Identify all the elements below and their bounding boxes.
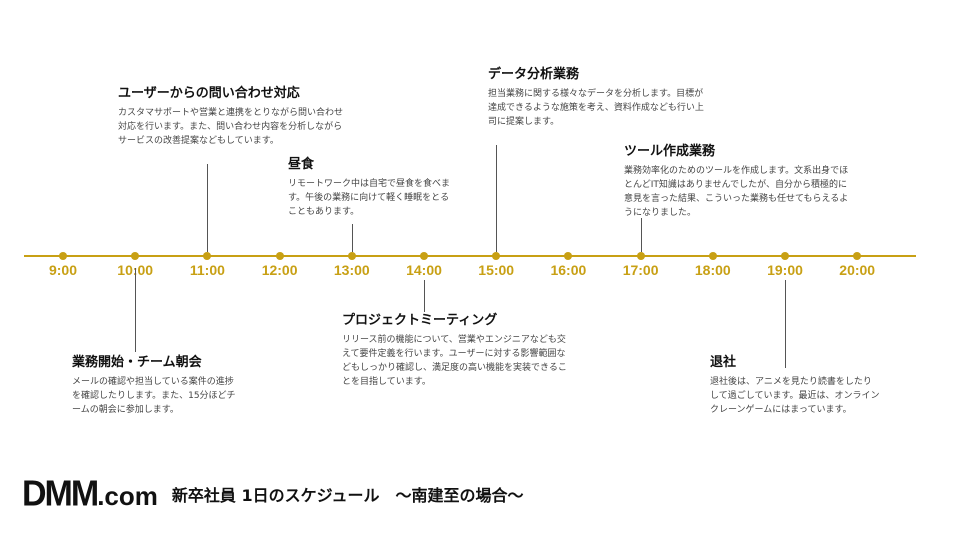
time-label: 20:00 <box>839 262 876 278</box>
timeline-dot <box>347 252 356 260</box>
time-label: 12:00 <box>261 262 298 278</box>
dmm-logo: DMM.com <box>22 473 158 514</box>
time-label: 19:00 <box>767 262 803 278</box>
event-connector <box>640 218 642 252</box>
event-connector <box>785 280 786 368</box>
event-description: カスタマサポートや営業と連携をとりながら問い合わせ対応を行います。また、問い合わ… <box>118 108 344 146</box>
event-connector <box>496 145 498 252</box>
time-label: 9:00 <box>48 262 78 278</box>
event-connector <box>351 224 353 252</box>
schedule-event: ツール作成業務業務効率化のためのツールを作成します。文系出身でほとんどIT知識は… <box>624 143 850 220</box>
event-description: メールの確認や担当している案件の進捗を確認したりします。また、15分ほどチームの… <box>72 377 236 415</box>
schedule-event: プロジェクトミーティングリリース前の機能について、営業やエンジニアなども交えて要… <box>342 312 574 389</box>
schedule-event: 退社退社後は、アニメを見たり読書をしたりして過ごしています。最近は、オンラインク… <box>710 354 880 417</box>
timeline-dot <box>708 252 717 260</box>
schedule-event: データ分析業務担当業務に関する様々なデータを分析します。目標が達成できるような施… <box>488 66 712 129</box>
schedule-title: 新卒社員 1日のスケジュール ～南建至の場合～ <box>171 486 524 505</box>
event-title: 業務開始・チーム朝会 <box>72 355 202 370</box>
event-title: ツール作成業務 <box>624 144 716 159</box>
timeline-axis <box>24 255 916 257</box>
timeline-dot <box>636 252 645 260</box>
time-label: 16:00 <box>550 262 587 278</box>
timeline-dot <box>131 252 140 260</box>
time-label: 14:00 <box>406 262 442 278</box>
schedule-event: 業務開始・チーム朝会メールの確認や担当している案件の進捗を確認したりします。また… <box>72 354 240 417</box>
schedule-event: ユーザーからの問い合わせ対応カスタマサポートや営業と連携をとりながら問い合わせ対… <box>118 85 350 148</box>
event-description: リモートワーク中は自宅で昼食を食べます。午後の業務に向けて軽く睡眠をとることもあ… <box>288 179 451 217</box>
event-title: プロジェクトミーティング <box>342 313 498 328</box>
timeline-dot <box>564 252 573 260</box>
timeline-dot <box>853 252 862 260</box>
event-description: 担当業務に関する様々なデータを分析します。目標が達成できるような施策を考え、資料… <box>488 89 704 127</box>
time-label: 15:00 <box>478 262 515 278</box>
event-title: データ分析業務 <box>488 67 580 82</box>
footer: DMM.com 新卒社員 1日のスケジュール ～南建至の場合～ <box>22 474 523 514</box>
event-connector <box>207 164 209 252</box>
event-connector <box>135 268 137 352</box>
event-description: リリース前の機能について、営業やエンジニアなども交えて要件定義を行います。ユーザ… <box>342 335 567 387</box>
timeline-dot <box>781 252 789 260</box>
timeline-dot <box>420 252 428 260</box>
logo-main-text: DMM <box>22 473 99 514</box>
event-title: 退社 <box>710 355 737 370</box>
timeline-dot <box>59 252 67 260</box>
event-title: 昼食 <box>288 157 315 172</box>
event-title: ユーザーからの問い合わせ対応 <box>118 86 300 101</box>
time-label: 11:00 <box>189 262 225 278</box>
event-connector <box>424 280 425 312</box>
logo-suffix-text: .com <box>97 480 158 511</box>
event-description: 退社後は、アニメを見たり読書をしたりして過ごしています。最近は、オンラインクレー… <box>710 377 880 415</box>
timeline-dot <box>492 252 501 260</box>
schedule-event: 昼食リモートワーク中は自宅で昼食を食べます。午後の業務に向けて軽く睡眠をとること… <box>288 156 452 219</box>
event-description: 業務効率化のためのツールを作成します。文系出身でほとんどIT知識はありませんでし… <box>624 166 849 218</box>
time-label: 17:00 <box>622 262 659 278</box>
time-label: 13:00 <box>333 262 370 278</box>
time-label: 18:00 <box>694 262 731 278</box>
timeline-dot <box>275 252 284 260</box>
timeline-dot <box>203 252 212 260</box>
